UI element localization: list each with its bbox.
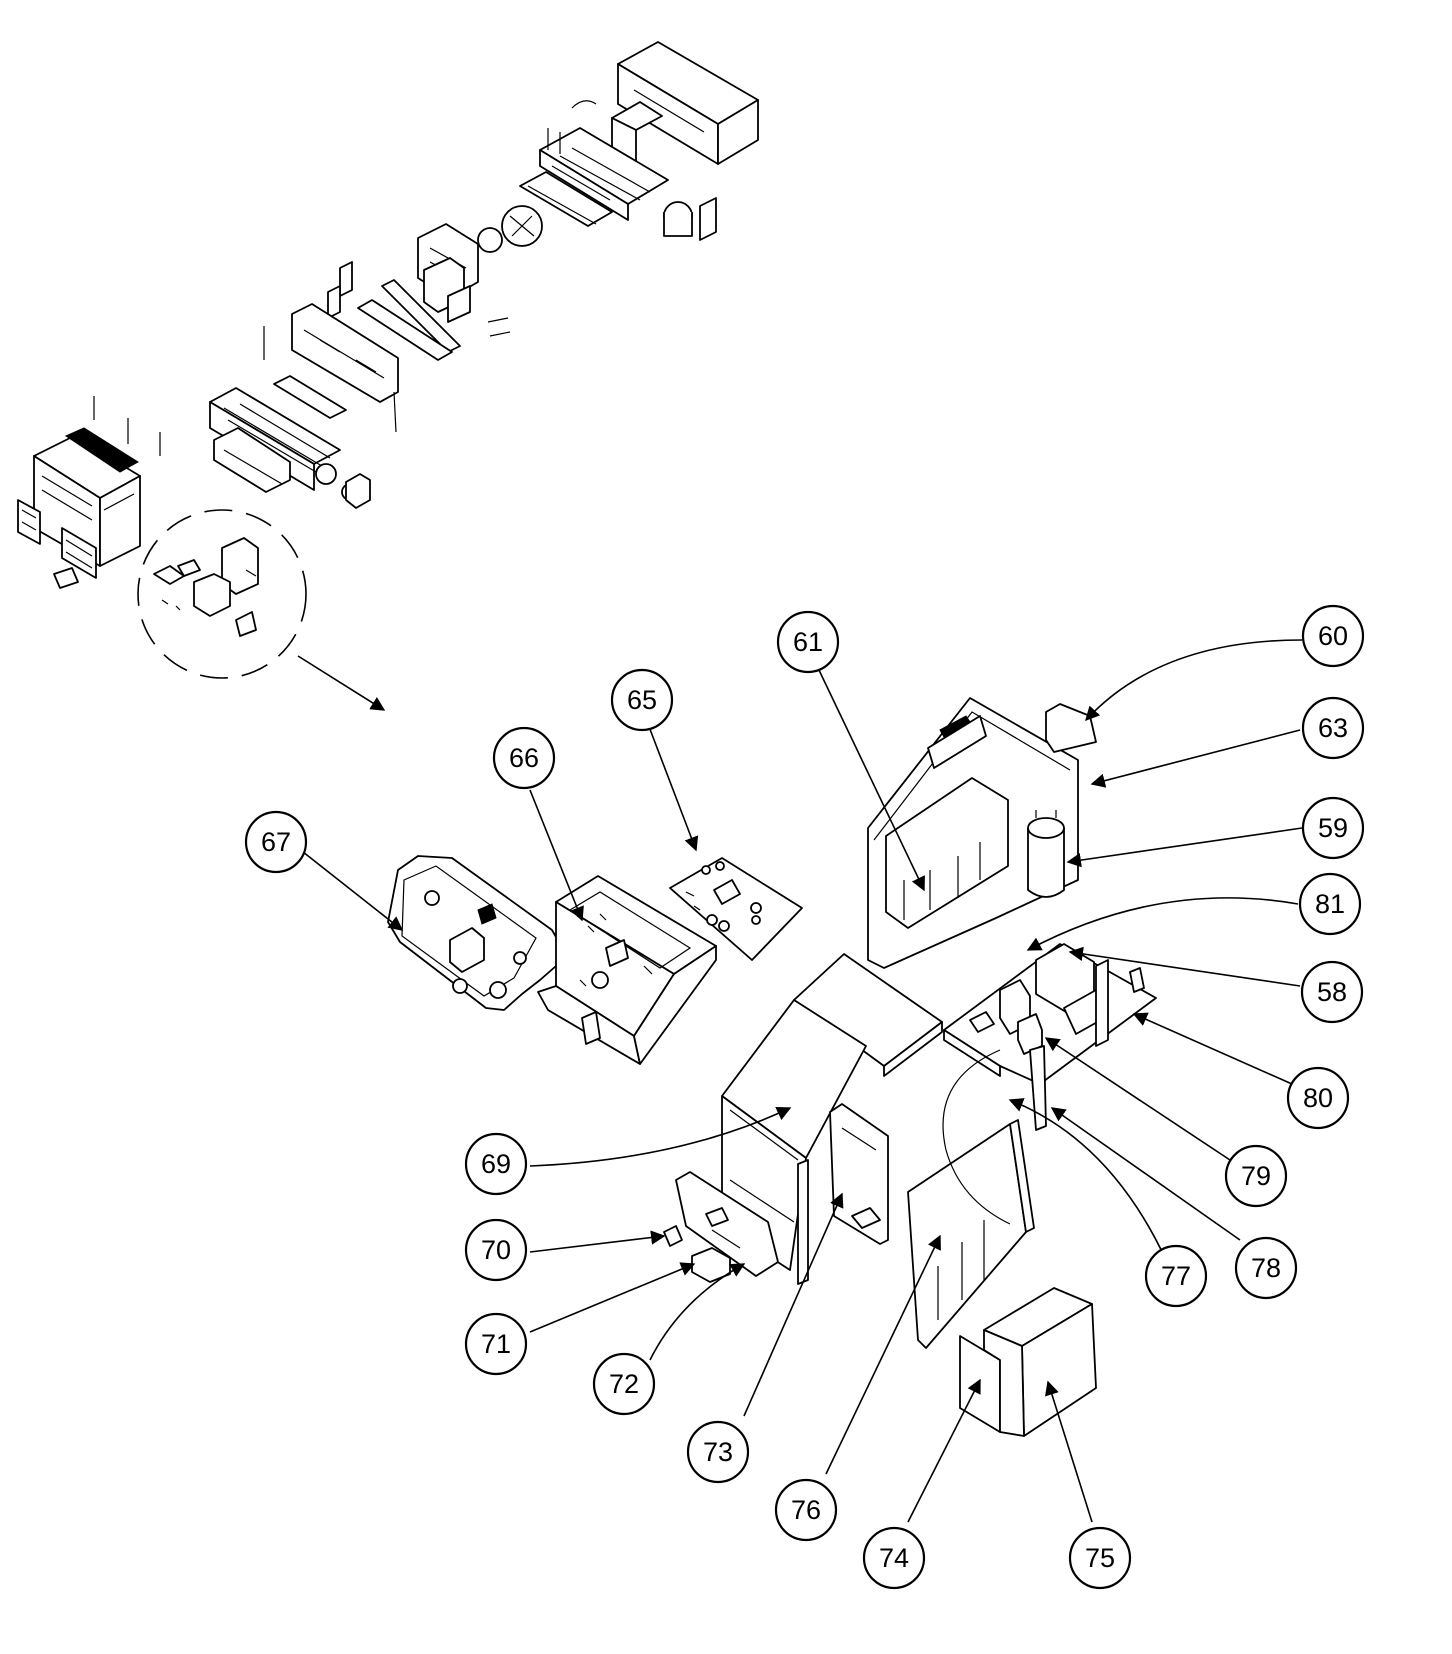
part-70-fastener (663, 1225, 683, 1247)
callout-label: 80 (1303, 1083, 1333, 1113)
part-66-control-housing (537, 875, 717, 1065)
callout-label: 69 (481, 1149, 511, 1179)
callout-70: 70 (464, 1218, 528, 1282)
callout-label: 59 (1318, 813, 1348, 843)
callout-60: 60 (1301, 604, 1365, 668)
callout-75: 75 (1068, 1526, 1132, 1590)
callout-label: 79 (1241, 1161, 1271, 1191)
detail-circle-parts (153, 537, 259, 637)
callout-label: 71 (481, 1329, 511, 1359)
callout-label: 78 (1251, 1253, 1281, 1283)
callout-63: 63 (1301, 696, 1365, 760)
overview-exploded-unit (17, 41, 759, 711)
callout-79: 79 (1224, 1144, 1288, 1208)
callout-76: 76 (774, 1478, 838, 1542)
callout-67: 67 (244, 810, 308, 874)
callout-71: 71 (464, 1312, 528, 1376)
callout-65: 65 (610, 668, 674, 732)
leader-lines (297, 639, 1303, 1523)
part-77-wire-harness (942, 1049, 1011, 1225)
callout-label: 74 (879, 1543, 909, 1573)
detail-parts (387, 697, 1157, 1437)
part-72-terminal-bracket (675, 1171, 779, 1277)
callout-label: 60 (1318, 621, 1348, 651)
part-73-side-panel (829, 1103, 889, 1245)
part-67-control-panel (387, 855, 561, 1011)
part-59-capacitor (1027, 810, 1065, 898)
condenser-assembly (519, 100, 717, 241)
callout-label: 65 (627, 685, 657, 715)
part-65-circuit-board (669, 857, 803, 961)
callout-77: 77 (1144, 1244, 1208, 1308)
part-80-base-plate (943, 943, 1157, 1085)
part-78-wire-strap (1029, 1045, 1047, 1131)
callout-label: 70 (481, 1235, 511, 1265)
callout-label: 58 (1317, 977, 1347, 1007)
callout-label: 81 (1315, 889, 1345, 919)
callout-69: 69 (464, 1132, 528, 1196)
callout-label: 77 (1161, 1261, 1191, 1291)
part-76-divider-panel (907, 1119, 1035, 1349)
callout-72: 72 (592, 1352, 656, 1416)
callout-label: 73 (703, 1437, 733, 1467)
callout-label: 67 (261, 827, 291, 857)
callout-label: 75 (1085, 1543, 1115, 1573)
callout-label: 63 (1318, 713, 1348, 743)
callout-74: 74 (862, 1526, 926, 1590)
callout-80: 80 (1286, 1066, 1350, 1130)
callout-label: 61 (793, 627, 823, 657)
part-75-electrical-box (983, 1287, 1097, 1437)
partition-assembly (263, 261, 461, 433)
callout-66: 66 (492, 726, 556, 790)
callout-81: 81 (1298, 872, 1362, 936)
callout-61: 61 (776, 610, 840, 674)
detail-circle (137, 509, 307, 679)
detail-arrow (297, 655, 386, 711)
fan-shroud-assembly (417, 205, 543, 337)
callout-78: 78 (1234, 1236, 1298, 1300)
wall-sleeve (617, 41, 759, 165)
evaporator-chassis (209, 387, 371, 509)
callout-label: 66 (509, 743, 539, 773)
callout-73: 73 (686, 1420, 750, 1484)
callout-58: 58 (1300, 960, 1364, 1024)
front-grille (17, 396, 161, 589)
callout-label: 76 (791, 1495, 821, 1525)
callout-label: 72 (609, 1369, 639, 1399)
callout-59: 59 (1301, 796, 1365, 860)
